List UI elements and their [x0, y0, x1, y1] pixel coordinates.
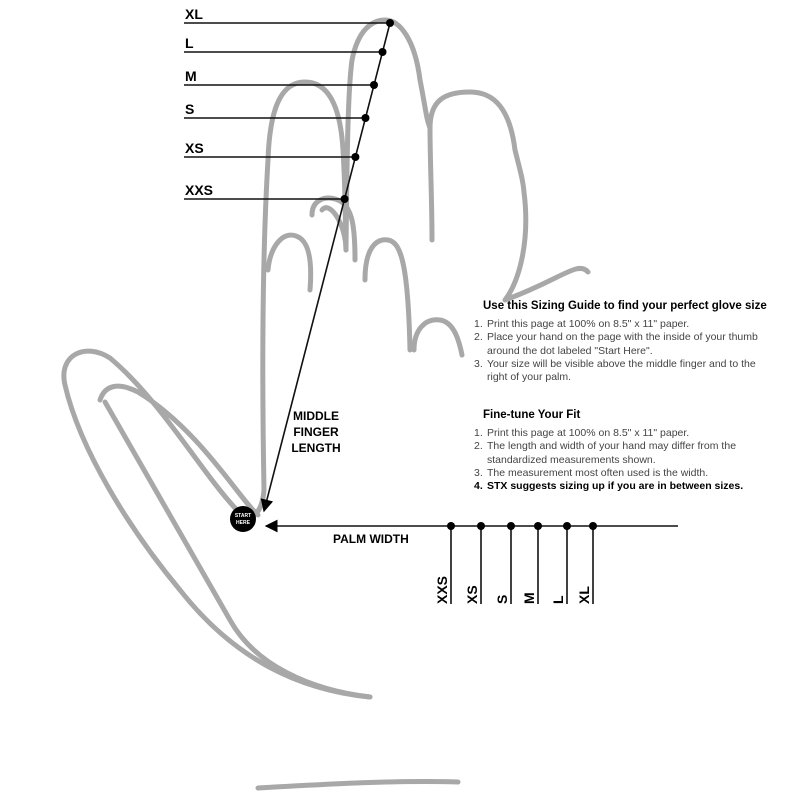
fine-tune-step-number: 2.: [474, 440, 483, 453]
palm-size-xs: XS: [464, 522, 485, 604]
palm-size-label: XL: [576, 586, 592, 604]
fine-tune-step: 3. The measurement most often used is the…: [474, 467, 774, 480]
fine-tune-step-text: Print this page at 100% on 8.5" x 11" pa…: [487, 427, 690, 440]
fine-tune-step-text: The length and width of your hand may di…: [487, 440, 737, 466]
finger-size-xxs: XXS: [184, 182, 349, 203]
finger-size-xs: XS: [184, 140, 360, 161]
palm-size-s: S: [494, 522, 515, 604]
hand-outline: [61, 17, 591, 791]
sizing-guide-step: 3. Your size will be visible above the mi…: [474, 358, 774, 384]
palm-size-label: S: [494, 595, 510, 604]
sizing-guide: Use this Sizing Guide to find your perfe…: [474, 300, 774, 384]
fine-tune-steps: 1. Print this page at 100% on 8.5" x 11" …: [474, 427, 774, 493]
fine-tune-step: 2. The length and width of your hand may …: [474, 440, 774, 466]
palm-size-ticks: XXS XS S M L XL: [434, 522, 597, 604]
fine-tune-title: Fine-tune Your Fit: [483, 409, 581, 421]
sizing-guide-step-number: 1.: [474, 318, 483, 331]
hand-outline-small: [265, 195, 465, 358]
finger-size-label: XL: [185, 6, 203, 22]
finger-size-label: L: [185, 35, 194, 51]
fine-tune-fit: Fine-tune Your Fit 1. Print this page at …: [474, 409, 774, 493]
palm-size-l: L: [550, 522, 571, 604]
palm-size-label: XXS: [434, 576, 450, 604]
fine-tune-step-number: 1.: [474, 427, 483, 440]
sizing-guide-title: Use this Sizing Guide to find your perfe…: [483, 300, 767, 312]
sizing-guide-step: 1. Print this page at 100% on 8.5" x 11" …: [474, 318, 774, 331]
start-dot-line-1: START: [235, 513, 251, 519]
hand-outline-medium: [97, 125, 591, 518]
palm-width-guide: PALM WIDTH XXS XS S M L XL: [264, 519, 678, 604]
hand-outline-large: [61, 17, 527, 791]
sizing-guide-step-text: Your size will be visible above the midd…: [487, 357, 756, 384]
finger-size-ticks: XL L M S XS XXS: [184, 6, 394, 203]
palm-size-label: L: [550, 595, 566, 604]
finger-label-line-1: MIDDLE: [293, 409, 339, 423]
fine-tune-step-number: 3.: [474, 466, 483, 479]
finger-size-m: M: [184, 68, 378, 89]
sizing-guide-step-text: Place your hand on the page with the ins…: [487, 331, 758, 357]
fine-tune-step-text: The measurement most often used is the w…: [487, 466, 709, 479]
finger-size-label: XXS: [185, 182, 213, 198]
palm-size-label: M: [521, 592, 537, 604]
finger-size-label: XS: [185, 140, 204, 156]
palm-size-xl: XL: [576, 522, 597, 604]
palm-size-m: M: [521, 522, 542, 604]
fine-tune-step-number: 4.: [474, 480, 483, 493]
sizing-guide-step-text: Print this page at 100% on 8.5" x 11" pa…: [487, 318, 690, 331]
finger-size-xl: XL: [184, 6, 394, 27]
palm-size-xxs: XXS: [434, 522, 455, 604]
sizing-guide-step-number: 3.: [474, 357, 483, 370]
finger-size-s: S: [184, 101, 370, 122]
finger-length-arrow: [260, 22, 391, 513]
start-here-dot[interactable]: START HERE: [230, 506, 256, 532]
sizing-guide-step-number: 2.: [474, 331, 483, 344]
sizing-guide-step: 2. Place your hand on the page with the i…: [474, 331, 774, 357]
fine-tune-step: 4. STX suggests sizing up if you are in b…: [474, 480, 774, 493]
start-dot-line-2: HERE: [236, 520, 251, 526]
fine-tune-step-text: STX suggests sizing up if you are in bet…: [487, 480, 744, 493]
fine-tune-step: 1. Print this page at 100% on 8.5" x 11" …: [474, 427, 774, 440]
finger-length-guide: XL L M S XS XXS MIDDLE FINGER LENGTH: [184, 6, 394, 513]
finger-label-line-2: FINGER: [293, 425, 339, 439]
sizing-guide-steps: 1. Print this page at 100% on 8.5" x 11" …: [474, 318, 774, 384]
finger-label-line-3: LENGTH: [291, 441, 340, 455]
palm-width-label: PALM WIDTH: [333, 532, 409, 546]
finger-size-label: M: [185, 68, 197, 84]
hand-outline-palm: [102, 399, 373, 700]
finger-size-label: S: [185, 101, 194, 117]
palm-size-label: XS: [464, 585, 480, 604]
finger-size-l: L: [184, 35, 387, 56]
